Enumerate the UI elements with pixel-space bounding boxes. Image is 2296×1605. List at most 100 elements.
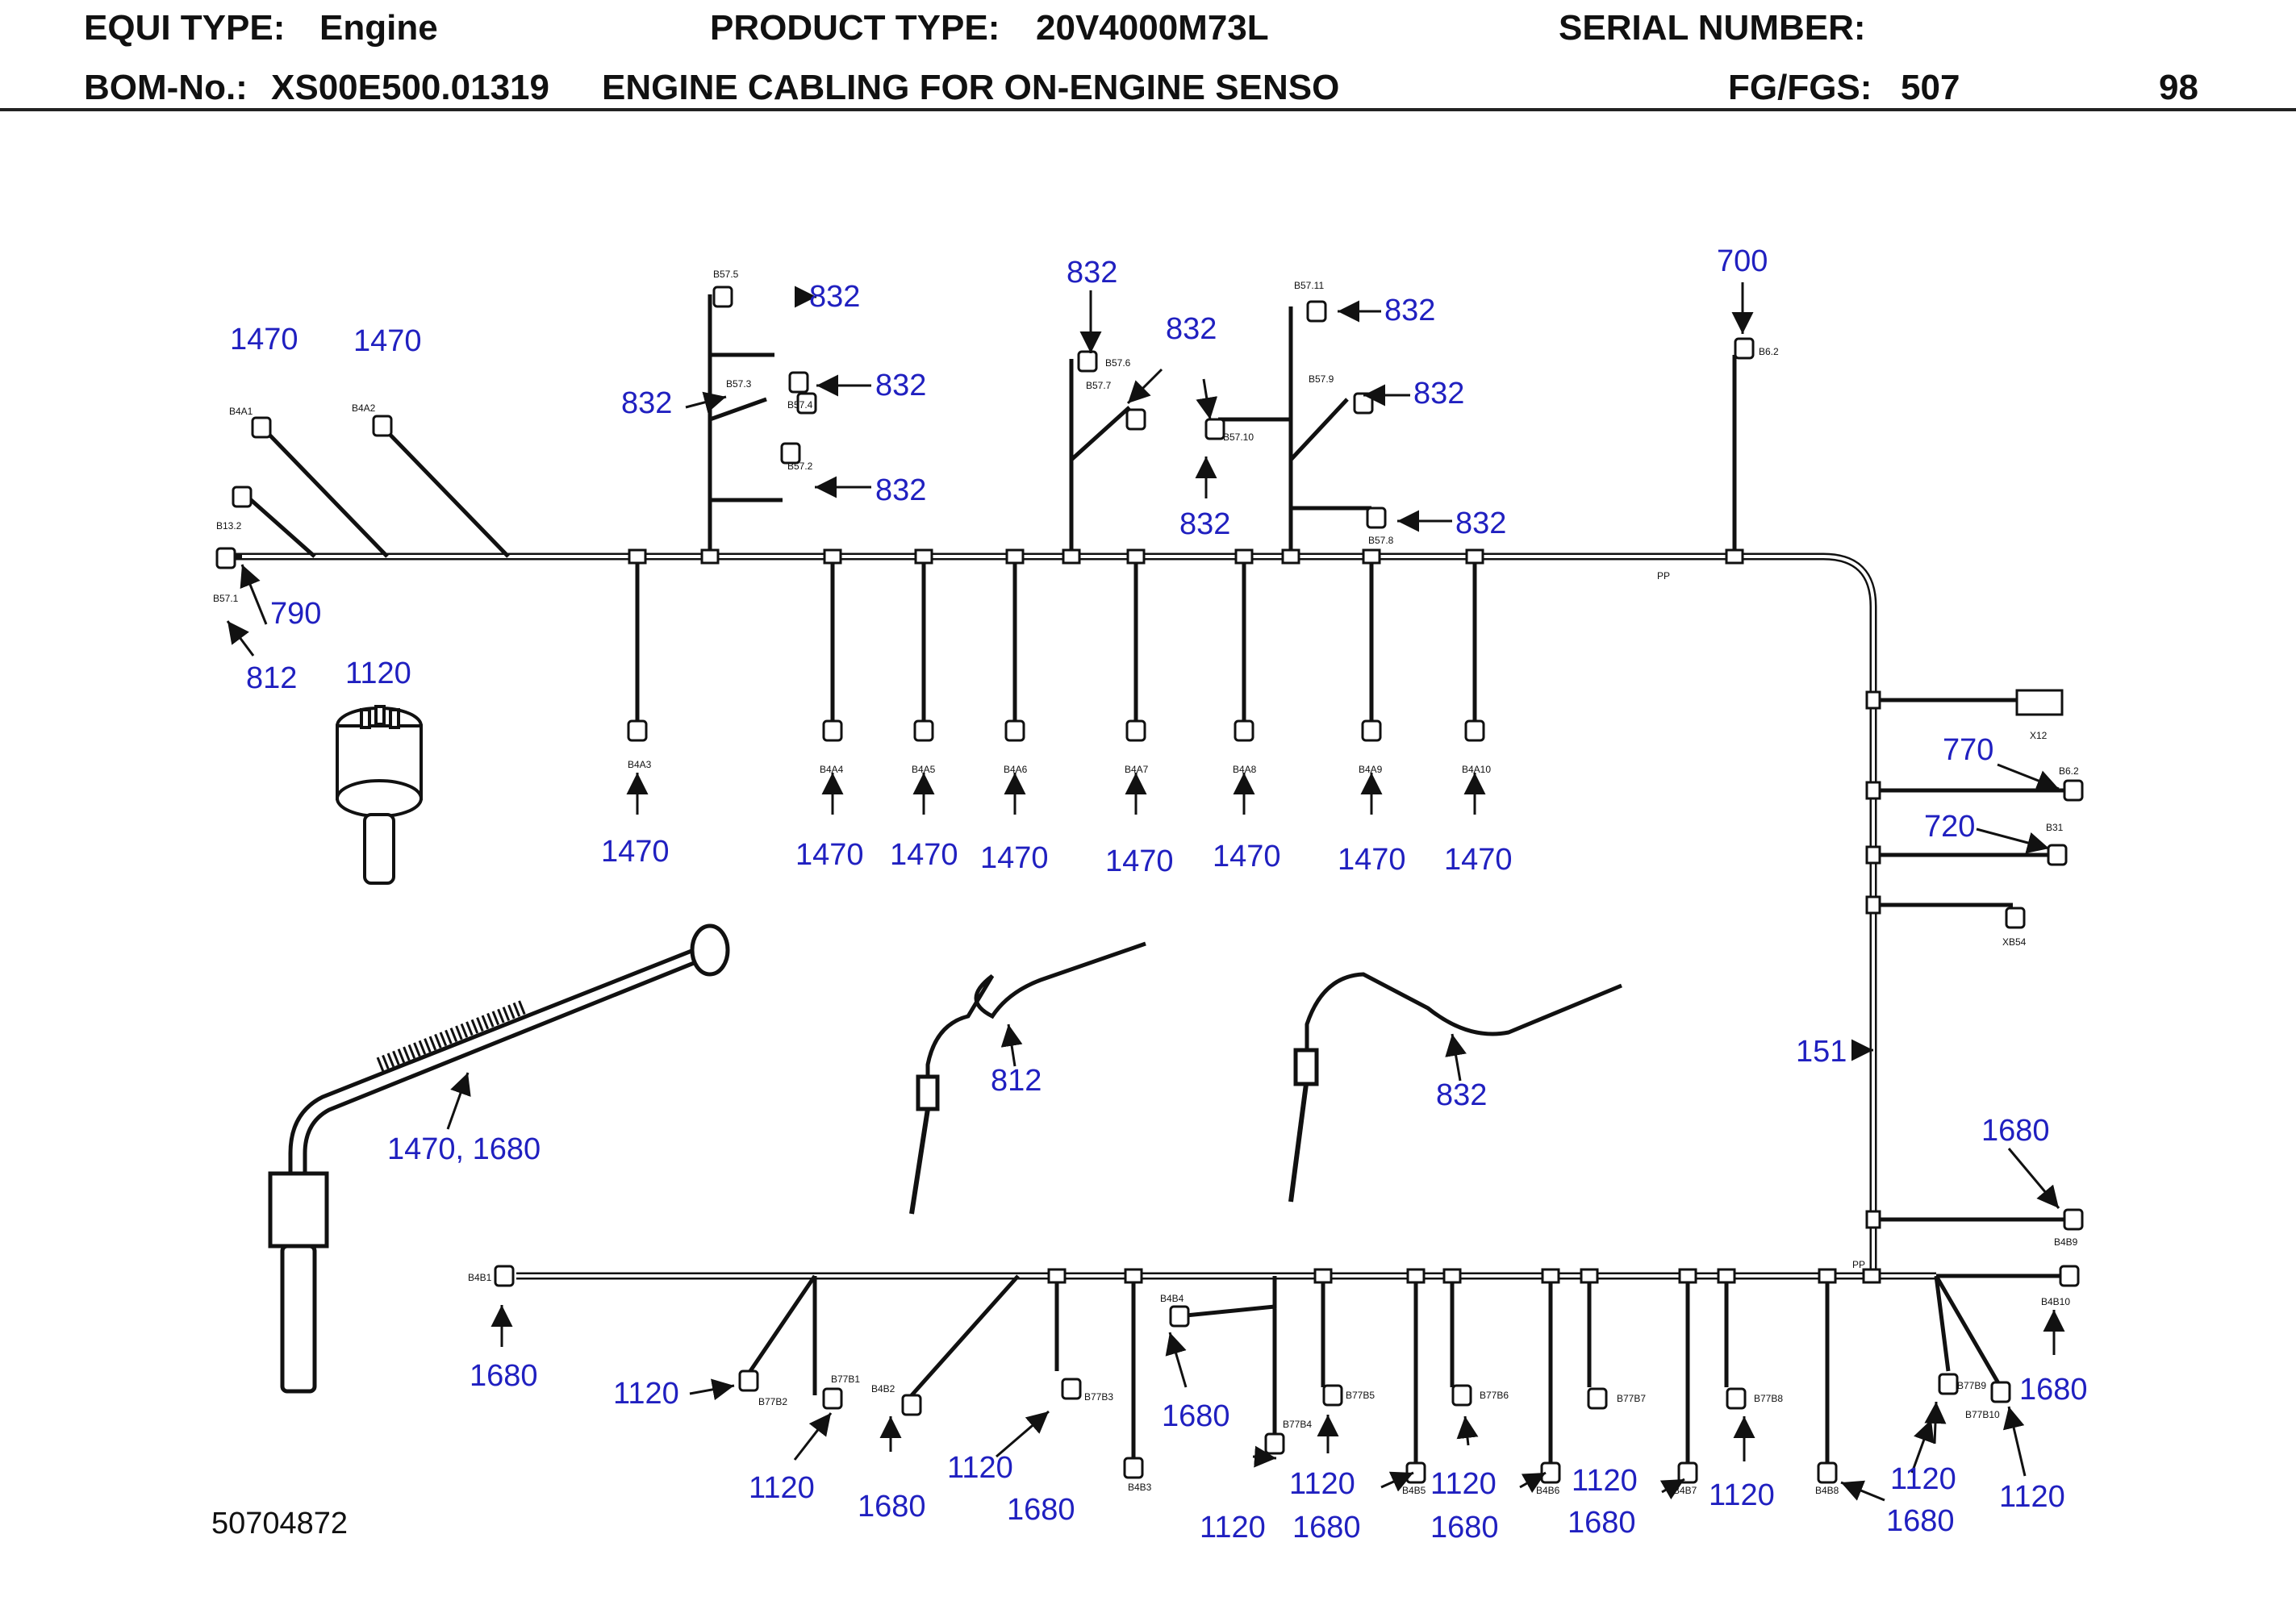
connector-label-k28: B4B9 bbox=[2054, 1236, 2078, 1248]
connector-label-k13: B4A2 bbox=[352, 402, 376, 414]
callout-leader-arrow bbox=[226, 620, 255, 657]
equi-type-label: EQUI TYPE: bbox=[84, 8, 286, 48]
callout-c3: 790 bbox=[270, 597, 321, 631]
callout-c27: 151 bbox=[1796, 1035, 1847, 1069]
callout-c7: 832 bbox=[875, 369, 926, 402]
callout-leader-arrow bbox=[689, 1378, 735, 1401]
connector-plug bbox=[1322, 1384, 1343, 1407]
connector-plug bbox=[2005, 907, 2026, 929]
callout-c10: 832 bbox=[1067, 256, 1117, 290]
connector-plug bbox=[1306, 300, 1327, 323]
callout-leader-arrow bbox=[2002, 1406, 2027, 1477]
connector-label-k10: B57.8 bbox=[1368, 535, 1394, 546]
header-rule bbox=[0, 108, 2296, 111]
connector-label-k43: B4B7 bbox=[1673, 1485, 1697, 1496]
callout-leader-arrow bbox=[1519, 1471, 1547, 1494]
connector-label-k44: B77B8 bbox=[1754, 1393, 1783, 1404]
connector-plug bbox=[1405, 1461, 1426, 1484]
connector-label-k40: B77B6 bbox=[1480, 1390, 1509, 1401]
connector-plug bbox=[2047, 844, 2068, 866]
connector-x12-box bbox=[2015, 689, 2064, 716]
callout-c13: 832 bbox=[1384, 294, 1435, 327]
connector-plug bbox=[796, 392, 817, 415]
connector-label-k18: B4A5 bbox=[912, 764, 936, 775]
equi-type-value: Engine bbox=[319, 8, 438, 48]
callout-c2: 1470 bbox=[353, 324, 422, 358]
connector-plug bbox=[1990, 1381, 2011, 1403]
thermocouple-drawing-832 bbox=[1288, 972, 1622, 1203]
connector-label-k45: B4B8 bbox=[1815, 1485, 1839, 1496]
connector-plug bbox=[1204, 418, 1225, 440]
callout-c31: 1470, 1680 bbox=[387, 1132, 541, 1166]
connector-label-k27: XB54 bbox=[2002, 936, 2027, 948]
connector-plug bbox=[913, 719, 934, 742]
connector-plug bbox=[1587, 1387, 1608, 1410]
connector-label-k11: B6.2 bbox=[1759, 346, 1779, 357]
connector-label-k24: X12 bbox=[2030, 730, 2048, 741]
connector-label-k5: B57.6 bbox=[1105, 357, 1131, 369]
callout-c35: 1680 bbox=[858, 1490, 926, 1524]
serial-number-label: SERIAL NUMBER: bbox=[1559, 8, 1866, 48]
bom-description: ENGINE CABLING FOR ON-ENGINE SENSO bbox=[602, 68, 1340, 107]
callout-leader-arrow bbox=[793, 1412, 833, 1461]
callout-c37: 1680 bbox=[1162, 1399, 1230, 1433]
connector-plug bbox=[232, 486, 253, 508]
connector-plug bbox=[2059, 1265, 2080, 1287]
connector-plug bbox=[1234, 719, 1254, 742]
connector-plug bbox=[1125, 408, 1146, 431]
connector-plug bbox=[1734, 337, 1755, 360]
connector-plug bbox=[215, 547, 236, 569]
connector-plug bbox=[2063, 779, 2084, 802]
callout-c48: 1680 bbox=[1886, 1504, 1955, 1538]
connector-plug bbox=[1464, 719, 1485, 742]
callout-leader-arrow bbox=[1840, 1480, 1885, 1502]
callout-c36: 1120 bbox=[947, 1451, 1013, 1485]
connector-label-k31: B77B1 bbox=[831, 1374, 860, 1385]
connector-label-k46: B77B9 bbox=[1957, 1380, 1986, 1391]
callout-c44: 1120 bbox=[1572, 1464, 1638, 1498]
connector-label-k7: B57.10 bbox=[1223, 431, 1254, 443]
callout-c19: 1470 bbox=[890, 838, 958, 872]
connector-label-k38: B77B5 bbox=[1346, 1390, 1375, 1401]
connector-label-k37: B77B4 bbox=[1283, 1419, 1312, 1430]
connector-plug bbox=[1264, 1432, 1285, 1455]
callout-leader-arrow bbox=[1910, 1419, 1935, 1474]
callout-c8: 832 bbox=[621, 386, 672, 420]
callout-c26: 720 bbox=[1924, 810, 1975, 844]
connector-plug bbox=[822, 1387, 843, 1410]
connector-label-k33: B4B2 bbox=[871, 1383, 895, 1394]
callout-leader-arrow bbox=[1000, 1023, 1023, 1067]
connector-plug bbox=[1004, 719, 1025, 742]
connector-label-k15: B57.1 bbox=[213, 593, 239, 604]
callout-leader-arrow bbox=[2007, 1148, 2060, 1209]
callout-c49: 1680 bbox=[2019, 1373, 2088, 1407]
callout-c30: 832 bbox=[1436, 1078, 1487, 1112]
callout-leader-arrow bbox=[1165, 1332, 1188, 1388]
connector-plug bbox=[2063, 1208, 2084, 1231]
connector-plug bbox=[1726, 1387, 1747, 1410]
drawing-header: EQUI TYPE: Engine PRODUCT TYPE: 20V4000M… bbox=[0, 0, 2296, 113]
connector-label-k4: B57.2 bbox=[787, 461, 813, 472]
connector-label-k8: B57.11 bbox=[1294, 280, 1324, 291]
callout-c34: 1120 bbox=[749, 1471, 815, 1505]
connector-plug bbox=[251, 416, 272, 439]
bom-value: XS00E500.01319 bbox=[271, 68, 549, 107]
connector-plug bbox=[1817, 1461, 1838, 1484]
callout-c25: 770 bbox=[1943, 733, 1993, 767]
callout-leader-arrow bbox=[1252, 1445, 1277, 1468]
document-number: 50704872 bbox=[211, 1507, 349, 1540]
connector-plug bbox=[494, 1265, 515, 1287]
callout-leader-arrow bbox=[1924, 1401, 1947, 1444]
callout-c20: 1470 bbox=[980, 841, 1049, 875]
connector-label-k42: B77B7 bbox=[1617, 1393, 1646, 1404]
connector-label-k47: B77B10 bbox=[1965, 1409, 2000, 1420]
callout-c40: 1120 bbox=[1289, 1467, 1355, 1501]
fg-value: 507 bbox=[1901, 68, 1960, 107]
callout-c46: 1120 bbox=[1709, 1478, 1775, 1512]
callout-c28: 1680 bbox=[1981, 1114, 2050, 1148]
connector-label-k32: B77B2 bbox=[758, 1396, 787, 1407]
connector-label-k16: B4A3 bbox=[628, 759, 652, 770]
callout-c50: 1120 bbox=[1999, 1480, 2065, 1514]
callout-c15: 832 bbox=[1455, 507, 1506, 540]
